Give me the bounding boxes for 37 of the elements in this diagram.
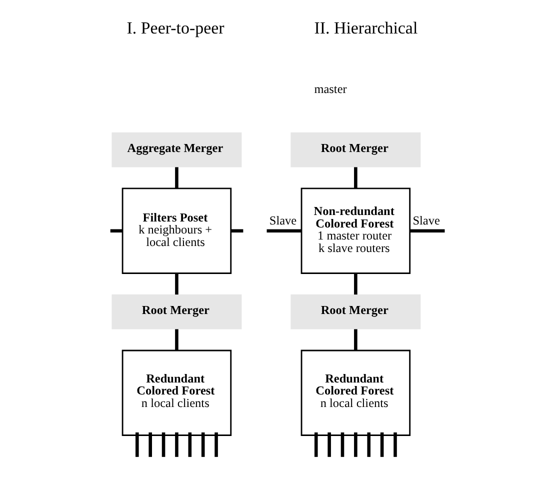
connector <box>328 432 331 457</box>
connector <box>367 432 371 457</box>
connector <box>266 229 302 232</box>
connector <box>214 432 218 457</box>
node-box: Aggregate Merger <box>112 132 242 168</box>
connector <box>314 432 318 457</box>
connector <box>175 432 178 457</box>
connector <box>354 274 358 295</box>
connector <box>231 229 244 232</box>
connector <box>201 432 205 457</box>
connector <box>110 229 123 232</box>
node-box: Redundant Colored Forest n local clients <box>122 350 232 436</box>
connector <box>175 167 178 188</box>
node-box: Non-redundant Colored Forest 1 master router k slave routers <box>300 188 411 274</box>
connector <box>188 432 192 457</box>
connector <box>162 432 166 457</box>
connector <box>175 329 178 350</box>
connector <box>354 329 358 350</box>
label: I. Peer-to-peer <box>126 18 224 38</box>
connector <box>394 432 397 457</box>
node-box: Redundant Colored Forest n local clients <box>300 350 411 436</box>
connector <box>148 432 152 457</box>
connector <box>136 432 139 457</box>
edge-label: Slave <box>412 214 440 228</box>
node-box: Root Merger <box>112 294 242 330</box>
node-box: Filters Poset k neighbours + local clients <box>122 188 232 274</box>
connector <box>380 432 384 457</box>
node-box: Root Merger <box>290 294 421 330</box>
connector <box>410 229 445 232</box>
connector <box>354 432 358 457</box>
connector <box>340 432 344 457</box>
connector <box>175 274 178 295</box>
label: II. Hierarchical <box>314 18 418 38</box>
connector <box>354 167 358 188</box>
node-box: Root Merger <box>290 132 421 168</box>
node-label: master <box>314 82 347 96</box>
edge-label: Slave <box>269 214 297 228</box>
